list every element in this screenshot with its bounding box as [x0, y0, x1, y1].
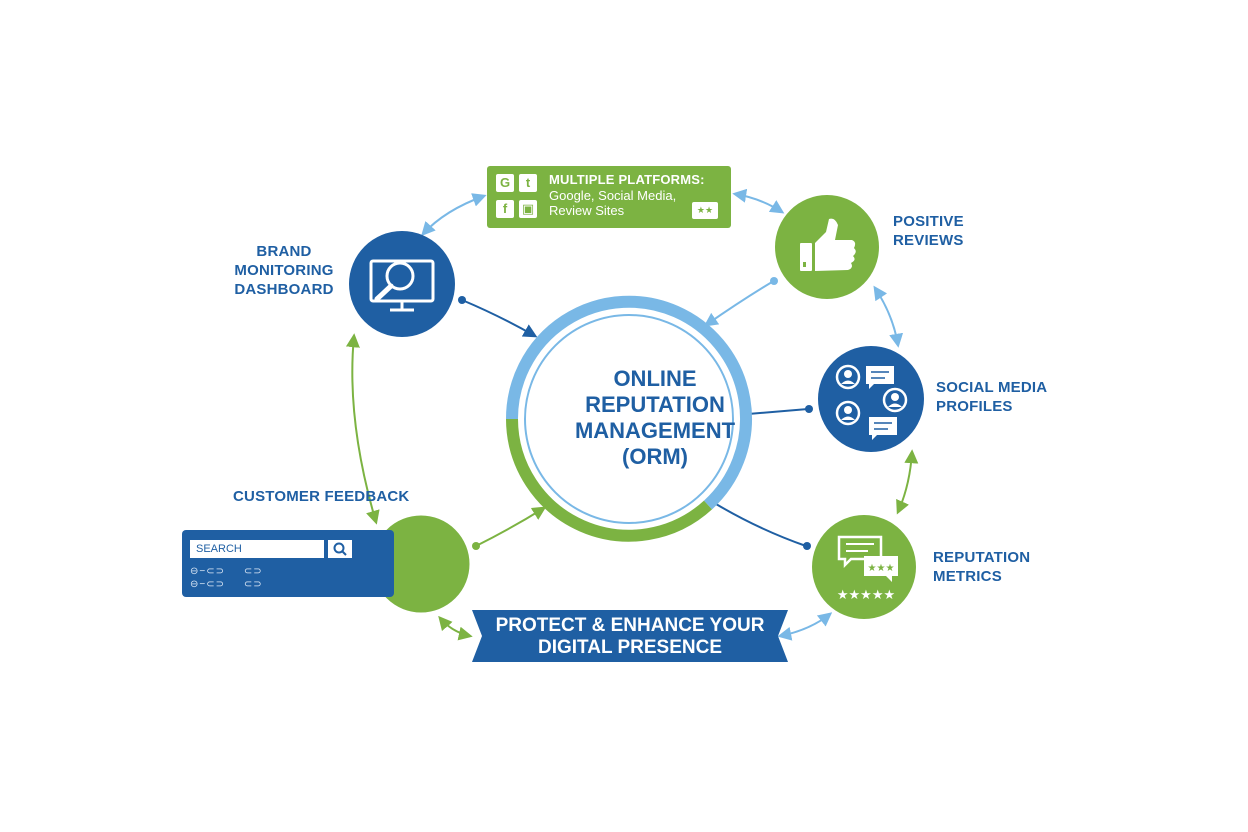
core-title: ONLINE REPUTATION MANAGEMENT (ORM) — [574, 366, 736, 469]
panel-controls-row-1: ⊖−⊂⊃ ⊂⊃ — [190, 566, 263, 577]
search-icon — [333, 542, 347, 556]
banner-text: PROTECT & ENHANCE YOUR DIGITAL PRESENCE — [495, 615, 765, 658]
stars-badge-icon: ★★ — [692, 202, 718, 219]
lock-icon: ▣ — [519, 200, 537, 218]
social-media-node — [818, 346, 924, 452]
svg-text:★★★★★: ★★★★★ — [837, 588, 895, 603]
core-ring — [505, 295, 752, 542]
panel-controls-row-2: ⊖−⊂⊃ ⊂⊃ — [190, 579, 263, 590]
platforms-title: MULTIPLE PLATFORMS: — [549, 172, 705, 187]
search-panel: ⊖−⊂⊃ ⊂⊃ ⊖−⊂⊃ ⊂⊃ — [182, 530, 394, 597]
twitter-icon: t — [519, 174, 537, 192]
google-icon: G — [496, 174, 514, 192]
reputation-metrics-label: REPUTATION METRICS — [933, 549, 1031, 585]
svg-text:★★★: ★★★ — [868, 563, 895, 574]
brand-monitoring-label: BRAND MONITORING DASHBOARD — [234, 243, 334, 298]
social-media-label: SOCIAL MEDIA PROFILES — [936, 379, 1047, 415]
search-input[interactable] — [190, 540, 324, 558]
thumbs-up-icon — [800, 218, 856, 271]
banner-ribbon — [472, 610, 788, 662]
platforms-box: G t f ▣ MULTIPLE PLATFORMS: Google, Soci… — [487, 166, 731, 228]
review-stars-icon: ★★★ ★★★★★ — [837, 535, 898, 603]
monitor-magnifier-icon — [369, 259, 435, 312]
banner: PROTECT & ENHANCE YOUR DIGITAL PRESENCE — [472, 610, 788, 662]
cycle-arrows — [345, 188, 919, 641]
search-button[interactable] — [328, 540, 352, 558]
positive-reviews-label: POSITIVE REVIEWS — [893, 213, 964, 249]
spoke-arrows — [458, 277, 813, 550]
people-chat-icon — [835, 364, 908, 440]
customer-feedback-label: CUSTOMER FEEDBACK — [233, 488, 410, 505]
platforms-subtitle: Google, Social Media, Review Sites — [549, 188, 677, 218]
facebook-icon: f — [496, 200, 514, 218]
